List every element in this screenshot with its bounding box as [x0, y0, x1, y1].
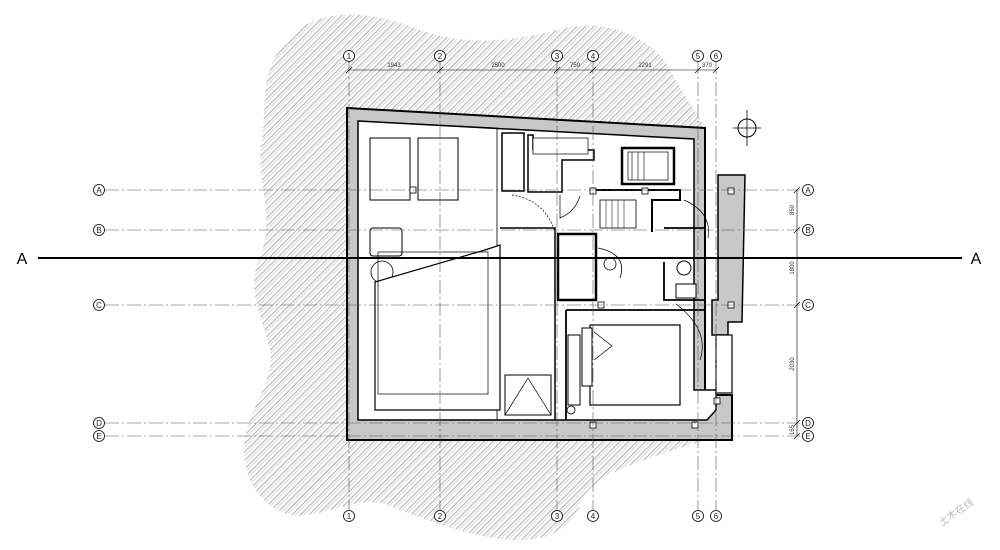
grid-bubbles-top [343, 50, 722, 62]
col-top-4: 4 [591, 52, 596, 61]
stair-core-steps [631, 152, 645, 180]
row-right-a: A [805, 186, 811, 195]
dim-top-4: 2291 [638, 63, 652, 69]
section-label-right: A [971, 251, 982, 268]
pool-area [374, 244, 501, 411]
col-top-3: 3 [555, 52, 560, 61]
dimension-line-right [793, 186, 801, 440]
col-bottom-5: 5 [696, 512, 701, 521]
row-right-e: E [805, 432, 810, 441]
dim-top-1: 1943 [387, 63, 401, 69]
stair-lower-steps [605, 200, 625, 228]
bedroom-door-swing [675, 303, 703, 361]
bed-pillow [593, 331, 613, 361]
living-room-outline [357, 120, 498, 421]
north-arrow-icon [733, 110, 761, 146]
dim-top-3: 759 [570, 63, 581, 69]
grid-horizontal-lines [105, 189, 800, 437]
east-wall-lower [715, 334, 733, 394]
east-wall-strip [711, 174, 746, 336]
col-bottom-1: 1 [347, 512, 352, 521]
corridor-door-swing-2 [559, 195, 581, 219]
dim-right-1: 850 [790, 204, 796, 215]
watermark: 土木在线 [936, 495, 976, 529]
col-bottom-6: 6 [714, 512, 719, 521]
dim-right-4: 165 [790, 424, 796, 435]
bedside-lamp [566, 405, 576, 415]
col-top-2: 2 [438, 52, 443, 61]
toilet-bowl [603, 257, 617, 271]
bed [589, 324, 681, 406]
row-left-a: A [96, 186, 102, 195]
col-top-5: 5 [696, 52, 701, 61]
stair-upper [532, 137, 589, 155]
sofa-left [369, 137, 411, 201]
closet-box [504, 374, 552, 416]
row-right-d: D [805, 419, 811, 428]
stair-core-inner [627, 151, 669, 181]
bedroom-wall [565, 300, 706, 420]
bathroom-fixture [675, 283, 697, 299]
grid-bubbles-left [93, 184, 105, 442]
col-top-1: 1 [347, 52, 352, 61]
dim-right-2: 1800 [790, 261, 796, 275]
grid-bubbles-bottom [343, 510, 722, 522]
dim-top-5: 370 [702, 63, 713, 69]
bed-headboard [581, 327, 593, 387]
row-left-b: B [96, 226, 101, 235]
col-bottom-2: 2 [438, 512, 443, 521]
dim-top-2: 2500 [491, 63, 505, 69]
toilet-room [556, 232, 598, 302]
corridor-wall-left [500, 227, 556, 420]
row-left-e: E [96, 432, 101, 441]
row-left-d: D [96, 419, 102, 428]
cabinet-top [501, 132, 525, 192]
col-top-6: 6 [714, 52, 719, 61]
row-right-c: C [805, 301, 811, 310]
row-left-c: C [96, 301, 102, 310]
grid-bubbles-right [802, 184, 814, 442]
closet-diagonals [504, 377, 552, 416]
dimension-line-top [345, 66, 720, 74]
wardrobe [567, 334, 581, 406]
pool-inner [377, 251, 489, 395]
col-bottom-4: 4 [591, 512, 596, 521]
armchair [369, 227, 403, 257]
grid-vertical-lines [348, 60, 717, 510]
col-bottom-3: 3 [555, 512, 560, 521]
section-label-left: A [17, 251, 28, 268]
row-right-b: B [805, 226, 810, 235]
bathroom-basin [676, 260, 692, 276]
corridor-door-swing [511, 194, 556, 233]
dim-right-3: 2030 [790, 357, 796, 371]
bathroom-door-swing [683, 199, 709, 239]
sofa-right [417, 137, 459, 201]
